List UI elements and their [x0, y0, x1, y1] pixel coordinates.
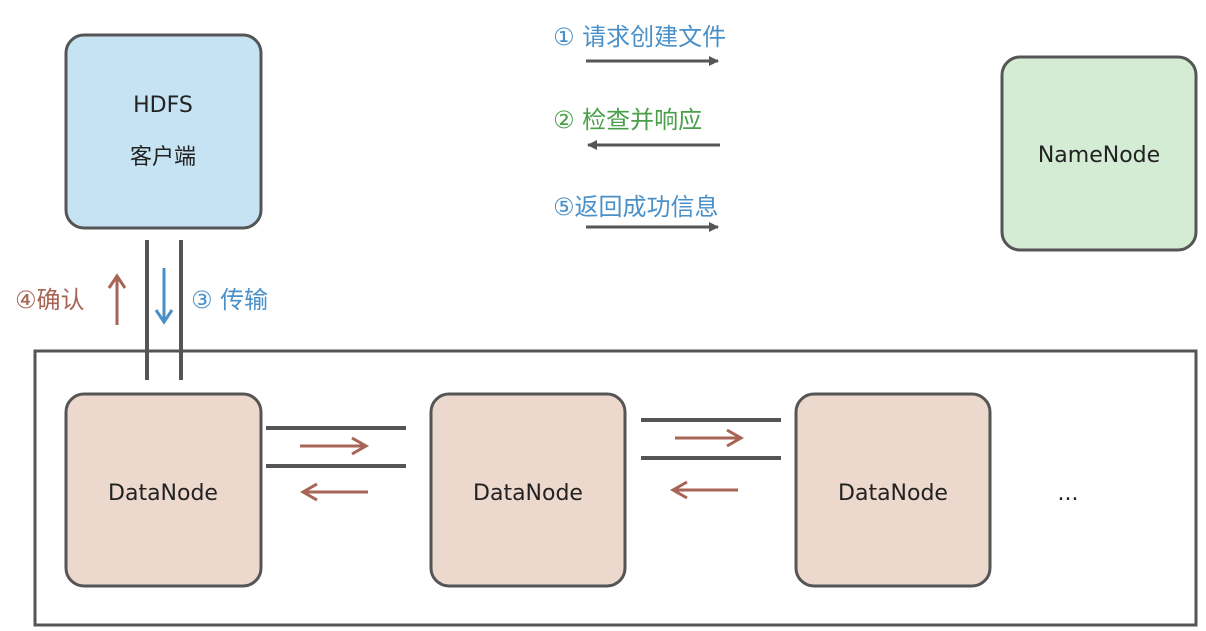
namenode-node: NameNode: [1000, 55, 1198, 252]
step-request-label: ① 请求创建文件: [553, 23, 726, 51]
datanode-label: DataNode: [473, 481, 583, 506]
datanode-label: DataNode: [108, 481, 218, 506]
client-subtitle: 客户端: [130, 145, 196, 170]
datanode-cluster-container: [33, 349, 1198, 627]
namenode-label: NameNode: [1038, 143, 1160, 168]
arrow-left-icon: [669, 480, 738, 500]
datanode-label: DataNode: [838, 481, 948, 506]
arrow-right-icon: [300, 436, 370, 456]
arrow-up-icon: [107, 273, 127, 325]
client-title: HDFS: [133, 93, 193, 118]
step-confirm-label: ④确认: [15, 286, 85, 314]
step-success-label: ⑤返回成功信息: [553, 193, 719, 221]
arrow-down-icon: [154, 268, 174, 325]
datanode-3: DataNode: [794, 392, 992, 588]
more-datanodes-ellipsis: ...: [1058, 481, 1079, 506]
arrow-left-icon: [299, 482, 368, 502]
step-check-label: ② 检查并响应: [553, 106, 702, 134]
hdfs-client-node: HDFS 客户端: [64, 33, 263, 230]
datanode-1: DataNode: [64, 392, 263, 588]
datanode-2: DataNode: [429, 392, 627, 588]
arrow-right-icon: [675, 428, 745, 448]
step-transfer-label: ③ 传输: [191, 286, 268, 314]
